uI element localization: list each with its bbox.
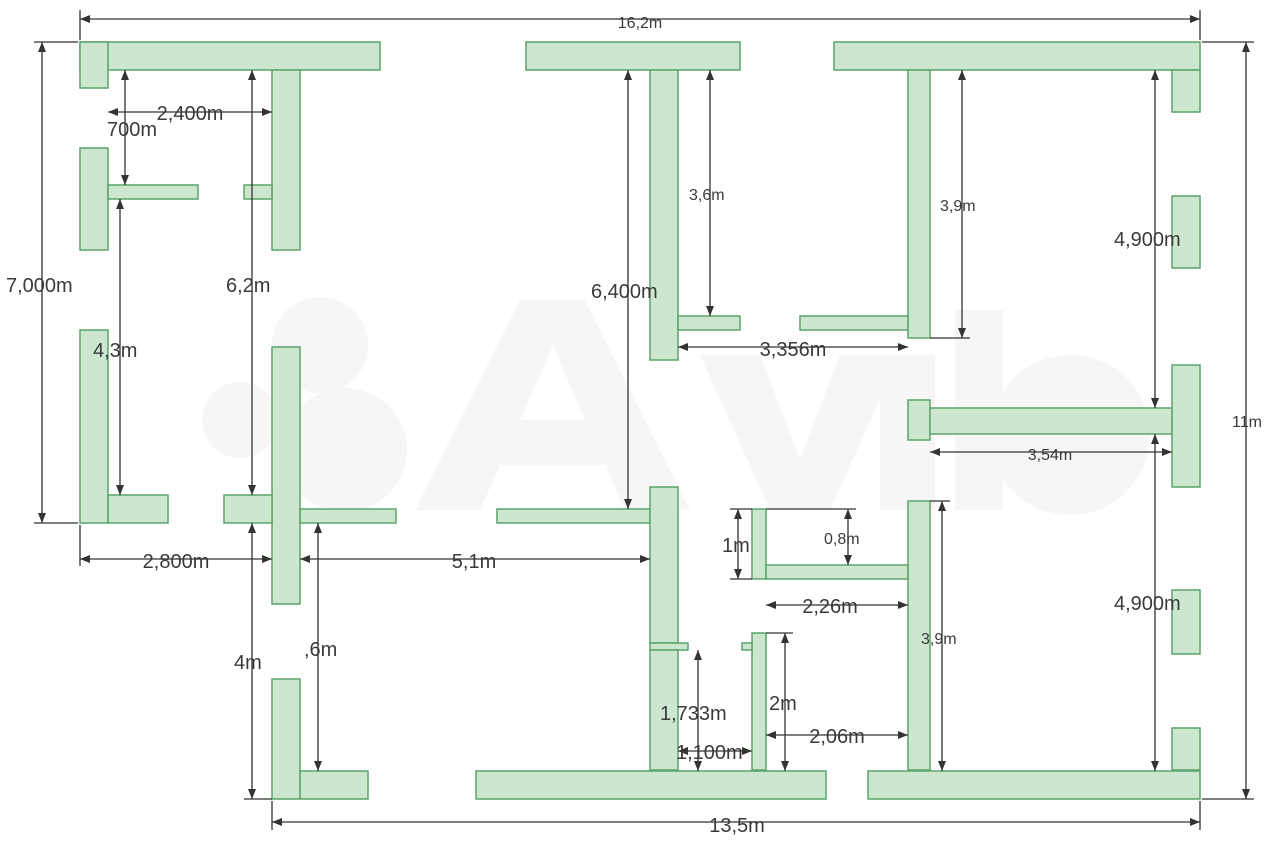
dim-label-small-room-width: 2,26m xyxy=(802,596,858,618)
dim-label-right-top-height: 4,900m xyxy=(1114,229,1181,251)
wall xyxy=(1171,727,1201,771)
dim-label-bath-width: 2,06m xyxy=(809,726,865,748)
wall xyxy=(765,564,909,580)
dim-label-hall-height: 6,400m xyxy=(591,281,658,303)
wall xyxy=(1171,69,1201,113)
dim-label-wc-width: 1,100m xyxy=(676,742,743,764)
dim-label-right-mid-width: 3,54m xyxy=(1028,447,1072,464)
wall xyxy=(79,41,381,71)
wall xyxy=(475,770,827,800)
wall xyxy=(1171,195,1201,269)
wall xyxy=(271,69,301,251)
wall xyxy=(649,642,689,651)
wall xyxy=(833,41,1201,71)
wall xyxy=(907,500,931,771)
dim-label-right-bottom-height: 4,900m xyxy=(1114,593,1181,615)
dim-label-middle-width: 5,1m xyxy=(452,551,496,573)
watermark-logo xyxy=(202,297,1150,515)
wall xyxy=(79,41,109,89)
wall xyxy=(929,407,1173,435)
wall xyxy=(799,315,909,331)
wall xyxy=(107,184,199,200)
dim-label-left-bottom-width: 2,800m xyxy=(143,551,210,573)
dimension-labels: 16,2m 11m 13,5m 7,000m 2,400m 700m 4,3m … xyxy=(6,15,1262,837)
wall xyxy=(677,315,741,331)
dim-label-closet-height: 3,6m xyxy=(689,187,725,204)
dim-label-top-left-gap: 700m xyxy=(107,119,157,141)
dim-label-left-room-height: 4,3m xyxy=(93,340,137,362)
wall xyxy=(299,508,397,524)
wall xyxy=(907,399,931,441)
wall xyxy=(271,678,301,800)
wall xyxy=(649,649,679,771)
dim-label-total-height: 11m xyxy=(1232,414,1262,431)
wall xyxy=(751,508,767,580)
dim-label-top-left-width: 2,400m xyxy=(157,103,224,125)
wall xyxy=(243,184,273,200)
dim-label-bath-height-right: 3,9m xyxy=(921,631,957,648)
wall xyxy=(299,770,369,800)
wall xyxy=(649,69,679,361)
wall xyxy=(79,147,109,251)
wall xyxy=(79,329,109,524)
dim-label-mid-room-width: 3,356m xyxy=(760,339,827,361)
wall xyxy=(107,494,169,524)
wall xyxy=(223,494,273,524)
dim-label-left-height: 7,000m xyxy=(6,275,73,297)
dim-label-total-width: 16,2m xyxy=(618,15,662,32)
dim-label-bottom-width: 13,5m xyxy=(709,815,765,837)
walls xyxy=(79,41,1201,800)
dim-label-bath-height: 2m xyxy=(769,693,797,715)
dim-label-small-room-depth: 0,8m xyxy=(824,531,860,548)
wall xyxy=(751,632,767,771)
dim-label-corridor-height: 6,2m xyxy=(226,275,270,297)
wall xyxy=(525,41,741,71)
wall xyxy=(741,642,753,651)
wall xyxy=(649,486,679,644)
wall xyxy=(907,69,931,339)
wall xyxy=(1171,589,1201,655)
dim-label-wc-height: 1,733m xyxy=(660,703,727,725)
dim-label-small-room-height: 1m xyxy=(722,535,750,557)
wall xyxy=(1171,364,1201,488)
wall xyxy=(496,508,651,524)
dim-label-lower-left-gap: ,6m xyxy=(304,639,337,661)
wall xyxy=(867,770,1201,800)
wall xyxy=(271,346,301,605)
dimension-lines xyxy=(34,10,1254,830)
dim-label-lower-left-height: 4m xyxy=(234,652,262,674)
dim-label-right-room-height: 3,9m xyxy=(940,198,976,215)
